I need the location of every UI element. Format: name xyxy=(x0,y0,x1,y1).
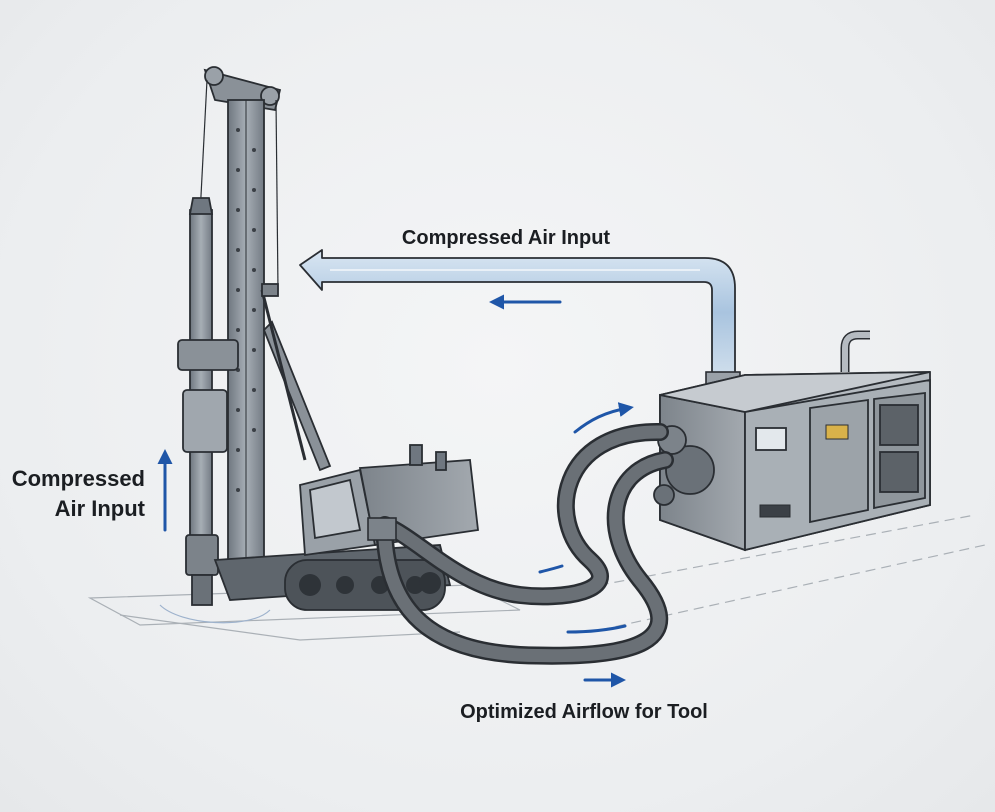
left-input-label-line1: Compressed xyxy=(12,466,145,491)
flow-arrow-icon xyxy=(157,294,634,688)
air-hose-icon xyxy=(367,422,674,665)
drill-rig-icon xyxy=(177,66,332,606)
left-input-label-line2: Air Input xyxy=(55,496,146,521)
air-pipe-icon xyxy=(299,249,741,391)
top-input-label: Compressed Air Input xyxy=(402,227,611,249)
rig-carrier-icon xyxy=(213,444,479,611)
air-compressor-icon xyxy=(653,330,931,552)
ground-guidelines xyxy=(87,514,986,641)
bottom-flow-label: Optimized Airflow for Tool xyxy=(460,701,708,723)
